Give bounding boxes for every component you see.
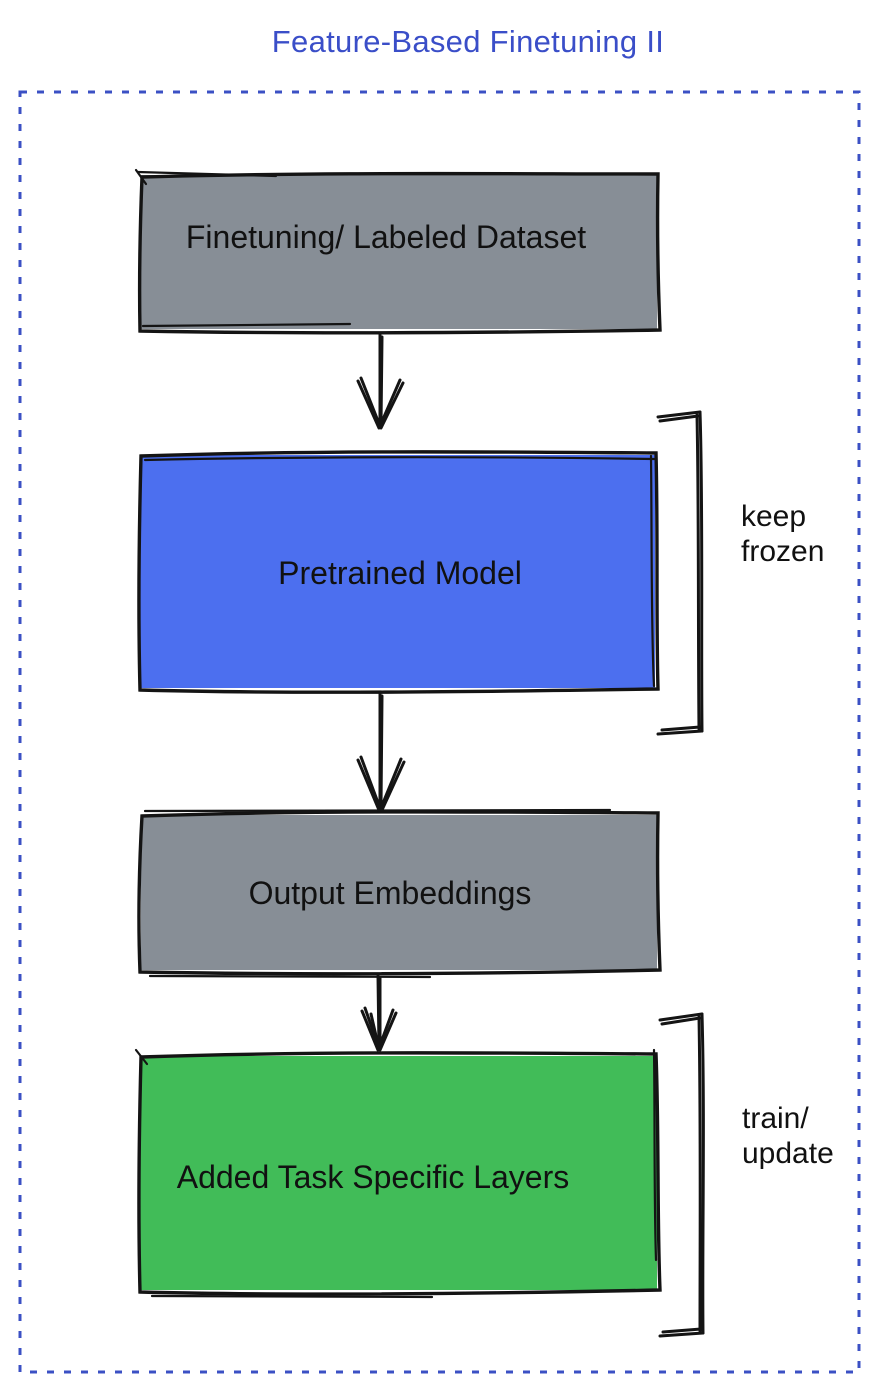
page-title: Feature-Based Finetuning II — [271, 24, 665, 59]
bracket-train-update — [658, 1012, 705, 1338]
node-pretrained-model — [140, 455, 655, 688]
down-arrow-icon-3 — [360, 974, 398, 1052]
annotation-keep-frozen-line-1: keep — [741, 500, 807, 533]
dotted-border — [18, 90, 861, 1374]
down-arrow-icon-2 — [356, 692, 406, 812]
node-finetuning-dataset-label: Finetuning/ Labeled Dataset — [185, 219, 587, 255]
annotation-train-update: train/ update — [742, 1101, 834, 1171]
bracket-keep-frozen — [656, 410, 704, 736]
annotation-train-update-line-1: train/ — [742, 1102, 809, 1135]
node-pretrained-model-label: Pretrained Model — [278, 555, 522, 591]
node-output-embeddings — [141, 815, 657, 970]
node-output-embeddings-label: Output Embeddings — [248, 875, 532, 911]
node-added-task-layers — [140, 1056, 657, 1290]
node-added-task-layers-label: Added Task Specific Layers — [176, 1159, 570, 1195]
down-arrow-icon-1 — [356, 333, 405, 430]
annotation-keep-frozen: keep frozen — [741, 499, 824, 569]
annotation-keep-frozen-line-2: frozen — [741, 535, 825, 568]
node-borders — [134, 168, 662, 1299]
node-finetuning-dataset — [141, 175, 657, 329]
annotation-train-update-line-2: update — [742, 1137, 834, 1170]
